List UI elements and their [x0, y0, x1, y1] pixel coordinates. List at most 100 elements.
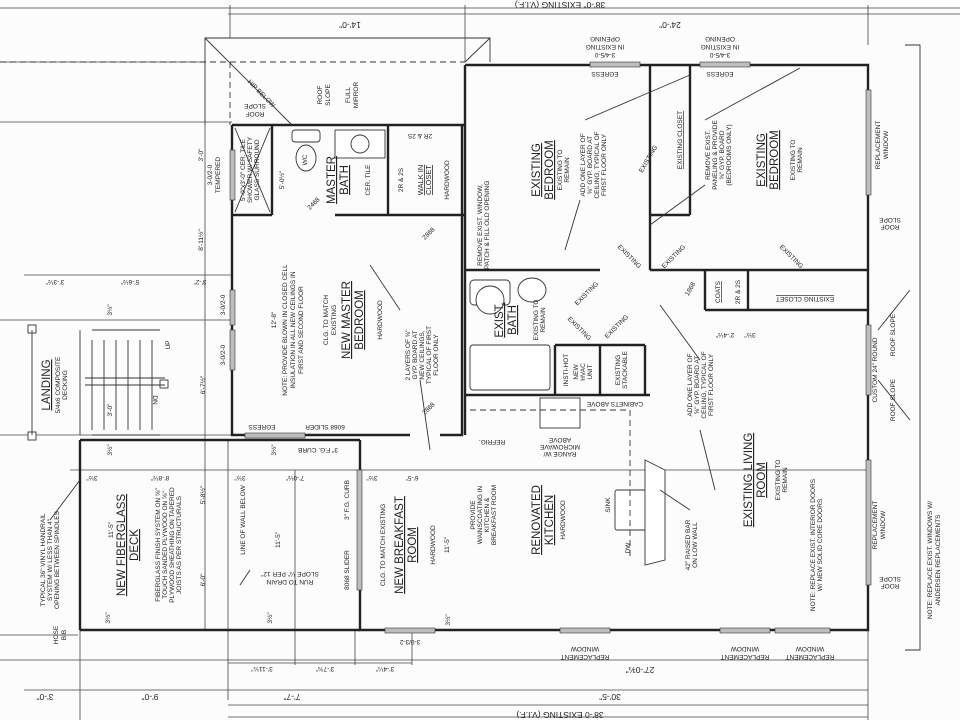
svg-text:EXISTING: EXISTING — [661, 244, 687, 270]
walk-in-closet-name: WALK INCLOSET — [416, 165, 433, 196]
replacement-window-living — [865, 459, 872, 586]
exist-bath-name: EXIST.BATH — [494, 302, 519, 337]
dim-24-0: 24'-0" — [659, 20, 681, 30]
svg-text:COATS: COATS — [715, 280, 722, 303]
hose-bib-label: HOSEBIB — [53, 625, 68, 644]
svg-text:38'-0 EXISTING (V.I.F.): 38'-0 EXISTING (V.I.F.) — [516, 710, 603, 720]
hall-door-a[interactable]: EXISTING — [616, 244, 642, 270]
svg-text:11'-5": 11'-5" — [444, 536, 451, 553]
deck-wall-dim-b: 3½" — [266, 612, 274, 624]
dim-14-0: 14'-0" — [339, 20, 361, 30]
svg-text:EXISTING: EXISTING — [604, 314, 630, 340]
bedroom-2-roof-slope: ROOFSLOPE — [879, 216, 901, 230]
egress-label-1: EGRESS — [591, 70, 619, 77]
hall-door-b[interactable]: EXISTING — [661, 244, 687, 270]
svg-text:3'-0": 3'-0" — [107, 403, 114, 417]
window-3020-label-b: 3-0/2-0 — [220, 344, 227, 365]
svg-text:3'-4¼": 3'-4¼" — [375, 665, 394, 672]
master-slider-label: 6068 SLIDER — [305, 423, 345, 430]
svg-text:3½": 3½" — [86, 474, 98, 482]
deck-dim-11-5-a: 11'-5" — [108, 521, 115, 538]
svg-text:5'-6½": 5'-6½" — [120, 278, 139, 286]
svg-text:11'-5": 11'-5" — [275, 531, 282, 548]
svg-text:5/4x6 COMPOSITEDECKING: 5/4x6 COMPOSITEDECKING — [55, 356, 69, 413]
window-3020-b — [229, 329, 236, 371]
hall-door-d[interactable]: EXISTING — [574, 281, 600, 307]
svg-text:2 LAYERS OF ⅝"GYP. BOARD ATNEW: 2 LAYERS OF ⅝"GYP. BOARD ATNEW CEILINGS,… — [405, 326, 440, 384]
replacement-window-3 — [774, 627, 831, 634]
svg-text:EXISTING: EXISTING — [616, 244, 642, 270]
leader-lines — [49, 67, 911, 586]
breakfast-window-label: 3-0/3-2 — [399, 638, 420, 645]
fixtures — [27, 127, 666, 566]
svg-text:42" RAISED BARON LOW WALL: 42" RAISED BARON LOW WALL — [685, 519, 699, 570]
bottom-window-label-3: REPLACEMENTWINDOW — [786, 645, 835, 660]
svg-text:DW: DW — [625, 542, 632, 554]
living-room-name: EXISTING LIVINGROOM — [743, 433, 768, 528]
master-bath-floor: CER. TILE — [365, 164, 372, 196]
sink-icon — [350, 134, 370, 154]
svg-text:HARDWOOD: HARDWOOD — [377, 300, 384, 340]
hall-door-f[interactable]: EXISTING — [604, 314, 630, 340]
svg-text:HARDWOOD: HARDWOOD — [560, 500, 567, 540]
stair-width-dim: 3'-0" — [107, 403, 114, 417]
svg-text:3½": 3½" — [104, 612, 112, 624]
living-window-label: REPLACEMENTWINDOW — [872, 501, 887, 550]
deck-name: NEW FIBERGLASSDECK — [116, 494, 141, 597]
custom-round-window-label: CUSTOM 24" ROUND — [872, 337, 879, 402]
svg-text:CER. TILE: CER. TILE — [365, 164, 372, 196]
breakfast-clg-note: CLG. TO MATCH EXISTING — [380, 504, 387, 586]
window-3020-a — [229, 289, 236, 326]
svg-text:3½": 3½" — [366, 474, 378, 482]
tempered-window — [229, 149, 236, 201]
svg-text:ADD ONE LAYER OF⅝" GYP. BOARD: ADD ONE LAYER OF⅝" GYP. BOARD ATCEILING,… — [687, 351, 715, 418]
deck-dim-5-8: 5'-8½" — [199, 485, 207, 504]
svg-text:5'-0"x3'-0" CER. TILESHOWER W/: 5'-0"x3'-0" CER. TILESHOWER W/ SAFETYGLA… — [240, 136, 261, 203]
svg-text:TYPICAL 36" VINYL HANDRAILSYST: TYPICAL 36" VINYL HANDRAILSYSTEM W/ LESS… — [40, 510, 61, 609]
living-room-sub: EXISTING TOREMAIN — [775, 460, 789, 501]
breakfast-slider — [356, 469, 363, 591]
range-label: RANGE W/MICROWAVEABOVE — [539, 436, 580, 457]
bottom-window-label-1: REPLACEMENTWINDOW — [561, 645, 610, 660]
round-window — [865, 324, 872, 396]
coats-label: COATS — [715, 280, 722, 303]
breakfast-slider-label: 8068 SLIDER — [344, 550, 351, 590]
kitchen-floor: HARDWOOD — [560, 500, 567, 540]
svg-text:HARDWOOD: HARDWOOD — [444, 160, 451, 200]
deck-top-dim-c: 3½" — [234, 474, 246, 482]
closet-shelf-a: 2R & 2S — [407, 132, 432, 139]
svg-text:EXISTINGSTACKABLE: EXISTINGSTACKABLE — [615, 350, 629, 388]
svg-text:PROVIDEWAINSCOATING INKITCHEN: PROVIDEWAINSCOATING INKITCHEN &BREAKFAST… — [470, 485, 498, 545]
landing-name: LANDING — [41, 359, 53, 410]
andersen-note: NOTE: REPLACE EXIST. WINDOWS W/ANDERSEN … — [927, 501, 942, 619]
egress-window-1 — [589, 61, 641, 68]
dim-3-0-left: 3'-0" — [198, 148, 205, 162]
master-bedroom-name: NEW MASTERBEDROOM — [341, 281, 366, 359]
dim-9-0: 9'-0" — [142, 692, 159, 702]
egress-slider — [244, 432, 306, 439]
svg-text:3½": 3½" — [270, 444, 278, 456]
landing-dim-a: 3'-3½" — [45, 278, 64, 286]
walk-in-closet-floor: HARDWOOD — [444, 160, 451, 200]
svg-text:14'-0": 14'-0" — [339, 20, 361, 30]
bedroom-1-name: EXISTINGBEDROOM — [531, 140, 556, 199]
svg-text:WC: WC — [302, 154, 309, 165]
master-wall-dim: 3½" — [270, 444, 278, 456]
svg-text:RUN TO DRAINSLOPE ¼" PER 12": RUN TO DRAINSLOPE ¼" PER 12" — [260, 570, 318, 585]
closet-shelf-b: 2R & 2S — [398, 167, 405, 192]
hall-door-c[interactable]: EXISTING — [778, 244, 804, 270]
svg-text:EGRESS: EGRESS — [248, 423, 276, 430]
deck-spec-note: FIBERGLASS FINISH SYSTEM ON ⅝"TOUCH SAND… — [155, 487, 183, 603]
svg-text:ROOFSLOPE: ROOFSLOPE — [879, 575, 901, 589]
hall-door-e[interactable]: EXISTING — [566, 316, 592, 342]
svg-text:3-0/3-2: 3-0/3-2 — [399, 638, 420, 645]
breakfast-window — [384, 627, 436, 634]
svg-text:EXISTING LIVINGROOM: EXISTING LIVINGROOM — [743, 433, 768, 528]
svg-text:EXISTING TOREMAIN: EXISTING TOREMAIN — [775, 460, 789, 501]
deck-top-dim-e: 3½" — [366, 474, 378, 482]
bedroom-1-closet-door[interactable]: EXISTING — [638, 144, 659, 174]
master-clg-note: CLG. TO MATCHEXISTING — [323, 295, 338, 346]
svg-text:5'-8½": 5'-8½" — [199, 485, 207, 504]
svg-text:3'-0": 3'-0" — [198, 148, 205, 162]
master-egress-label: EGRESS — [248, 423, 276, 430]
